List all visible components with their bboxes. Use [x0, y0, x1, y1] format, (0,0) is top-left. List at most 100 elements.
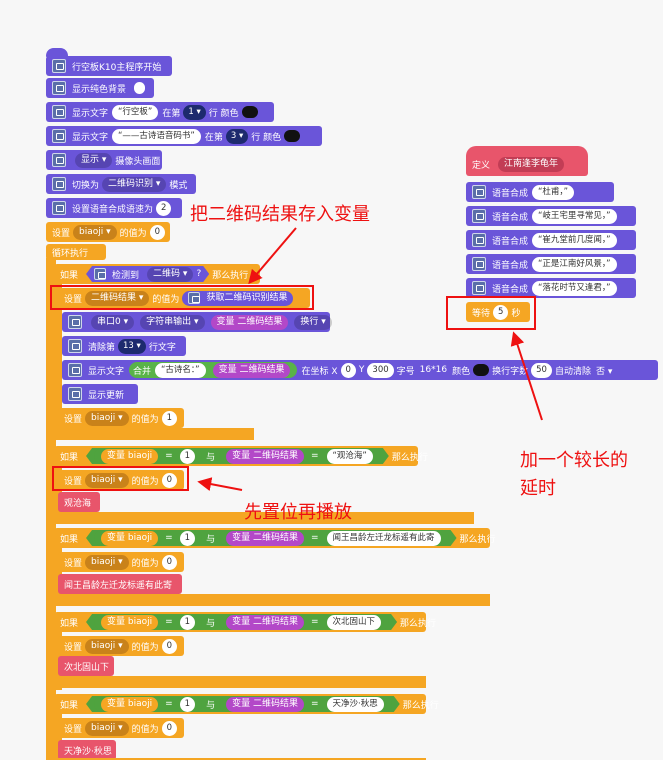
wait-input[interactable]: 5: [493, 304, 509, 320]
camera-block[interactable]: 显示 ▾ 摄像头画面: [46, 150, 162, 170]
define-block[interactable]: 定义 江南逢李龟年: [466, 146, 588, 176]
eq-condition-left[interactable]: 变量 biaoji = 1: [94, 448, 202, 464]
display-dropdown[interactable]: 显示 ▾: [75, 152, 113, 168]
var-dropdown[interactable]: biaoji ▾: [73, 224, 117, 240]
eq-condition-left[interactable]: 变量 biaoji = 1: [94, 696, 202, 712]
poem-input[interactable]: 天净沙·秋思: [327, 697, 384, 712]
row-dropdown[interactable]: 3 ▾: [225, 128, 249, 144]
line-dropdown[interactable]: 13 ▾: [118, 338, 146, 354]
bg-block[interactable]: 显示纯色背景: [46, 78, 154, 98]
poem-input[interactable]: 闻王昌龄左迁龙标遥有此寄: [327, 531, 441, 546]
text-input[interactable]: “行空板”: [112, 104, 159, 120]
qr-var-pill[interactable]: 变量 二维码结果: [226, 615, 304, 630]
var-dropdown[interactable]: 二维码结果 ▾: [85, 290, 150, 306]
wrap-input[interactable]: 50: [531, 362, 552, 378]
show-text-1[interactable]: 显示文字 “行空板” 在第 1 ▾ 行 颜色: [46, 102, 274, 122]
call-poem-2[interactable]: 闻王昌龄左迁龙标遥有此寄: [58, 574, 182, 594]
if-cond-block-1[interactable]: 如果 变量 biaoji = 1 与 变量 二维码结果 = “观沧海” 那么执行: [54, 446, 428, 466]
display-update-block[interactable]: 显示更新: [62, 384, 138, 404]
function-name[interactable]: 江南逢李龟年: [498, 156, 565, 172]
var-dropdown[interactable]: biaoji ▾: [85, 720, 129, 736]
biaoji-var-pill[interactable]: 变量 biaoji: [101, 615, 158, 630]
value-input[interactable]: 0: [149, 224, 166, 240]
poem-input[interactable]: 次北固山下: [327, 615, 382, 630]
value-input[interactable]: 0: [161, 720, 178, 736]
call-poem-4[interactable]: 天净沙·秋思: [58, 740, 116, 760]
eq-value[interactable]: 1: [180, 449, 195, 464]
show-text-xy-block[interactable]: 显示文字 合并 “古诗名：” 变量 二维码结果 在坐标 X 0 Y 300 字号…: [62, 360, 658, 380]
speak-block-5[interactable]: 语音合成 “落花时节又逢君，”: [466, 278, 636, 298]
qr-var-pill[interactable]: 变量 二维码结果: [212, 362, 291, 378]
loop-block[interactable]: 循环执行: [46, 244, 106, 260]
newline-dropdown[interactable]: 换行 ▾: [294, 314, 332, 330]
code-type-dropdown[interactable]: 二维码 ▾: [147, 267, 193, 282]
if-cond-block-2[interactable]: 如果 变量 biaoji = 1 与 变量 二维码结果 = 闻王昌龄左迁龙标遥有…: [54, 528, 496, 548]
set-biaoji-0[interactable]: 设置 biaoji ▾ 的值为 0: [58, 470, 184, 490]
value-input[interactable]: 0: [161, 554, 178, 570]
wait-block[interactable]: 等待 5 秒: [466, 302, 530, 322]
eq-condition-right[interactable]: 变量 二维码结果 = 次北固山下: [219, 614, 389, 630]
qr-var-pill[interactable]: 变量 二维码结果: [226, 697, 304, 712]
auto-clear-dropdown[interactable]: 否 ▾: [595, 366, 613, 377]
biaoji-var-pill[interactable]: 变量 biaoji: [101, 449, 158, 464]
port-dropdown[interactable]: 串口0 ▾: [91, 314, 135, 330]
biaoji-var-pill[interactable]: 变量 biaoji: [101, 697, 158, 712]
var-dropdown[interactable]: biaoji ▾: [85, 638, 129, 654]
eq-condition-right[interactable]: 变量 二维码结果 = “观沧海”: [219, 448, 381, 464]
value-input[interactable]: 0: [161, 472, 178, 488]
if-cond-block-3[interactable]: 如果 变量 biaoji = 1 与 变量 二维码结果 = 次北固山下 那么执行: [54, 612, 436, 632]
eq-value[interactable]: 1: [180, 531, 195, 546]
switch-mode-block[interactable]: 切换为 二维码识别 ▾ 模式: [46, 174, 196, 194]
speak-block-2[interactable]: 语音合成 “岐王宅里寻常见，”: [466, 206, 636, 226]
speak-text-input[interactable]: “崔九堂前几度闻，”: [532, 232, 617, 248]
row-dropdown[interactable]: 1 ▾: [183, 104, 206, 120]
detect-condition[interactable]: 检测到 二维码 ▾ ?: [86, 266, 209, 282]
var-dropdown[interactable]: biaoji ▾: [85, 472, 129, 488]
speak-text-input[interactable]: “杜甫，”: [532, 184, 575, 200]
text-input[interactable]: “——古诗语音码书”: [112, 128, 201, 144]
clear-line-block[interactable]: 清除第 13 ▾ 行文字: [62, 336, 186, 356]
eq-value[interactable]: 1: [180, 697, 195, 712]
show-text-2[interactable]: 显示文字 “——古诗语音码书” 在第 3 ▾ 行 颜色: [46, 126, 322, 146]
start-block[interactable]: 行空板K10主程序开始: [46, 56, 172, 76]
qr-var-pill[interactable]: 变量 二维码结果: [226, 531, 304, 546]
value-input[interactable]: 1: [161, 410, 178, 426]
text-input[interactable]: “古诗名：”: [155, 362, 206, 378]
var-dropdown[interactable]: biaoji ▾: [85, 410, 129, 426]
poem-input[interactable]: “观沧海”: [327, 449, 373, 464]
qr-var-pill[interactable]: 变量 二维码结果: [210, 314, 289, 330]
set-biaoji-0[interactable]: 设置 biaoji ▾ 的值为 0: [46, 222, 170, 242]
var-dropdown[interactable]: biaoji ▾: [85, 554, 129, 570]
output-dropdown[interactable]: 字符串输出 ▾: [140, 314, 205, 330]
call-poem-1[interactable]: 观沧海: [58, 492, 100, 512]
if-cond-block-4[interactable]: 如果 变量 biaoji = 1 与 变量 二维码结果 = 天净沙·秋思 那么执…: [54, 694, 439, 714]
eq-condition-left[interactable]: 变量 biaoji = 1: [94, 614, 202, 630]
and-condition[interactable]: 变量 biaoji = 1 与 变量 二维码结果 = 天净沙·秋思: [86, 696, 400, 712]
set-biaoji-0[interactable]: 设置 biaoji ▾ 的值为 0: [58, 718, 184, 738]
merge-block[interactable]: 合并 “古诗名：” 变量 二维码结果: [129, 362, 298, 378]
serial-print-block[interactable]: 串口0 ▾ 字符串输出 ▾ 变量 二维码结果 换行 ▾: [62, 312, 332, 332]
set-biaoji-1[interactable]: 设置 biaoji ▾ 的值为 1: [58, 408, 184, 428]
qr-var-pill[interactable]: 变量 二维码结果: [226, 449, 304, 464]
color-white-swatch[interactable]: [134, 82, 145, 94]
get-qr-block[interactable]: 获取二维码识别结果: [182, 290, 294, 306]
and-condition[interactable]: 变量 biaoji = 1 与 变量 二维码结果 = “观沧海”: [86, 448, 389, 464]
and-condition[interactable]: 变量 biaoji = 1 与 变量 二维码结果 = 次北固山下: [86, 614, 397, 630]
y-input[interactable]: 300: [367, 362, 394, 378]
speak-text-input[interactable]: “正是江南好风景，”: [532, 256, 617, 272]
color-black-swatch[interactable]: [241, 106, 258, 118]
speak-block-4[interactable]: 语音合成 “正是江南好风景，”: [466, 254, 636, 274]
speak-text-input[interactable]: “落花时节又逢君，”: [532, 280, 617, 296]
speak-block-3[interactable]: 语音合成 “崔九堂前几度闻，”: [466, 230, 636, 250]
value-input[interactable]: 0: [161, 638, 178, 654]
speech-speed-block[interactable]: 设置语音合成语速为 2: [46, 198, 182, 218]
speak-text-input[interactable]: “岐王宅里寻常见，”: [532, 208, 617, 224]
biaoji-var-pill[interactable]: 变量 biaoji: [101, 531, 158, 546]
color-black-swatch[interactable]: [284, 130, 301, 142]
and-condition[interactable]: 变量 biaoji = 1 与 变量 二维码结果 = 闻王昌龄左迁龙标遥有此寄: [86, 530, 457, 546]
font-size-dropdown[interactable]: 16*16: [420, 365, 447, 375]
x-input[interactable]: 0: [340, 362, 356, 378]
mode-dropdown[interactable]: 二维码识别 ▾: [102, 176, 167, 192]
eq-condition-left[interactable]: 变量 biaoji = 1: [94, 530, 202, 546]
